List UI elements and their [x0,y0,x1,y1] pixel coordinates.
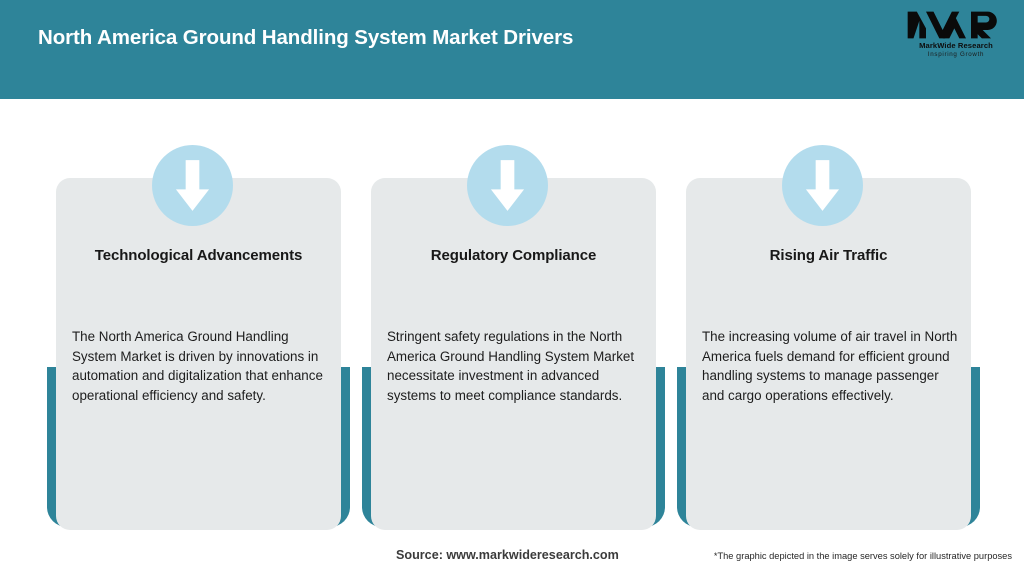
card-panel [686,178,971,530]
card-body-text: The increasing volume of air travel in N… [702,329,958,403]
driver-card[interactable]: Regulatory Compliance Stringent safety r… [362,99,665,539]
card-body-text: Stringent safety regulations in the Nort… [387,329,635,403]
mwr-logo-icon [906,10,1006,40]
card-panel [371,178,656,530]
arrow-down-icon [782,145,863,226]
arrow-down-icon [152,145,233,226]
page-header: North America Ground Handling System Mar… [0,0,1024,99]
card-title: Rising Air Traffic [769,247,888,264]
card-body-text: The North America Ground Handling System… [72,329,323,403]
card-title: Regulatory Compliance [430,247,597,264]
driver-cards-container: Technological Advancements The North Ame… [0,99,1024,539]
page-title: North America Ground Handling System Mar… [38,26,574,49]
disclaimer-note: *The graphic depicted in the image serve… [713,551,1012,561]
driver-card[interactable]: Rising Air Traffic The increasing volume… [677,99,980,539]
logo-company-name: MarkWide Research [919,41,993,50]
page-footer: Source: www.markwideresearch.com *The gr… [0,539,1024,576]
card-title: Technological Advancements [94,247,303,264]
source-label: Source: www.markwideresearch.com [396,548,619,562]
arrow-down-icon [467,145,548,226]
logo-tagline: Inspiring Growth [927,51,985,58]
card-panel [56,178,341,530]
brand-logo: MarkWide Research Inspiring Growth [906,10,1006,62]
driver-card[interactable]: Technological Advancements The North Ame… [47,99,350,539]
